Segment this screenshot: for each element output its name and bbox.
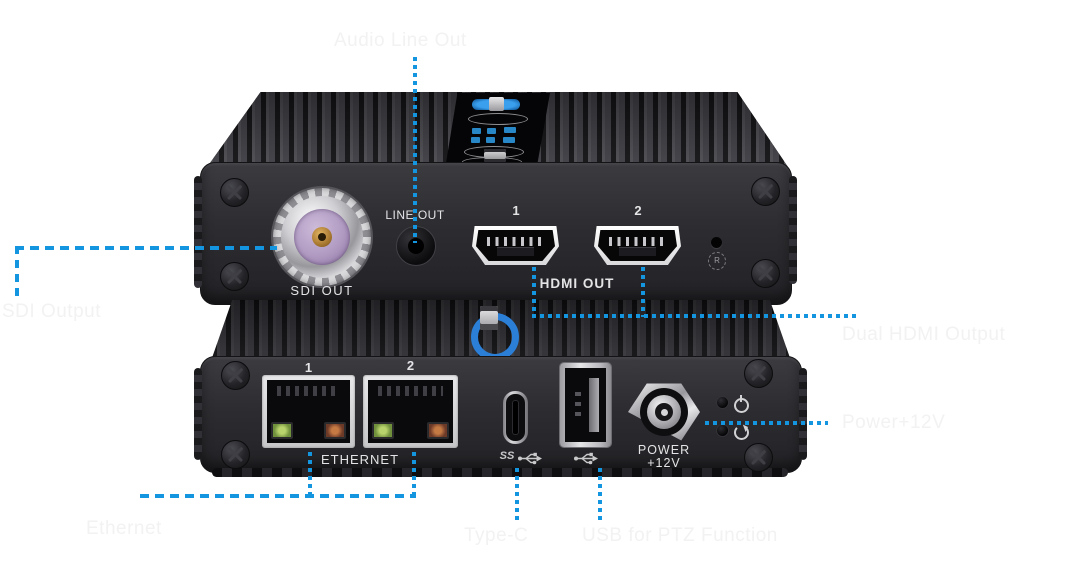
hdmi-port2-number: 2 bbox=[634, 203, 642, 218]
indicator-icon bbox=[503, 137, 515, 143]
screw-icon bbox=[744, 443, 773, 472]
callout-line-hdmi1-v bbox=[532, 267, 536, 317]
ethernet-port1-number: 1 bbox=[304, 360, 313, 375]
logo-tag-icon bbox=[480, 306, 498, 330]
reset-pinhole bbox=[711, 237, 722, 248]
usb-ss-text: SS bbox=[499, 450, 515, 462]
indicator-icon bbox=[487, 128, 496, 134]
screw-icon bbox=[220, 262, 249, 291]
callout-audio-line-out: Audio Line Out bbox=[334, 30, 467, 51]
usb-a-pins bbox=[575, 392, 581, 422]
hdmi-pins bbox=[487, 237, 544, 246]
callout-line-sdi-h bbox=[15, 246, 277, 250]
callout-sdi-output: SDI Output bbox=[2, 301, 101, 322]
power-connector-pin bbox=[660, 408, 668, 416]
usb-a-port bbox=[560, 363, 611, 447]
sdi-bnc-connector bbox=[273, 188, 371, 286]
rj45-pins bbox=[277, 386, 340, 396]
callout-power-12v: Power+12V bbox=[842, 412, 946, 433]
screw-icon bbox=[220, 178, 249, 207]
ethernet-label: ETHERNET bbox=[320, 452, 400, 467]
callout-line-usb bbox=[598, 468, 602, 523]
usb-a-opening bbox=[565, 368, 606, 442]
right-edge-ribs bbox=[799, 368, 807, 460]
indicator-icon bbox=[486, 137, 495, 143]
screw-icon bbox=[221, 440, 250, 469]
usb-trident-icon bbox=[574, 452, 598, 465]
hdmi-out-label: HDMI OUT bbox=[539, 276, 615, 291]
indicator-icon bbox=[472, 128, 481, 134]
screw-icon bbox=[221, 361, 250, 390]
hdmi-tab bbox=[496, 248, 535, 256]
reset-symbol-icon bbox=[734, 425, 749, 440]
panel-oval bbox=[468, 113, 528, 125]
hdmi-port-1 bbox=[472, 226, 559, 265]
indicator-icon bbox=[504, 127, 516, 133]
callout-line-hdmi-h bbox=[532, 314, 860, 318]
bottom-device-base bbox=[212, 468, 788, 477]
callout-line-eth1-v bbox=[308, 452, 312, 498]
link-led-green bbox=[271, 422, 293, 439]
hdmi-port-1-opening bbox=[476, 230, 555, 261]
usb-trident-icon bbox=[518, 452, 542, 465]
usb-a-tongue bbox=[589, 378, 599, 432]
callout-usb-ptz: USB for PTZ Function bbox=[582, 525, 778, 546]
right-edge-ribs bbox=[789, 176, 797, 284]
activity-led-orange bbox=[324, 422, 346, 439]
power-label-line1: POWER bbox=[637, 443, 691, 457]
left-edge-ribs bbox=[194, 368, 202, 460]
usb-ss-label: SS bbox=[492, 450, 522, 462]
jack-hole bbox=[408, 238, 424, 254]
ethernet-port-1 bbox=[262, 375, 355, 448]
hdmi-pins bbox=[609, 237, 666, 246]
callout-line-eth-h bbox=[140, 494, 416, 498]
bnc-pin-hole bbox=[318, 233, 326, 241]
ethernet-port-1-opening bbox=[267, 380, 350, 443]
brand-logo-core-icon bbox=[489, 97, 504, 111]
reset-led bbox=[716, 424, 729, 437]
left-edge-ribs bbox=[194, 176, 202, 288]
usb-c-port bbox=[503, 391, 528, 444]
reset-icon: R bbox=[708, 252, 726, 270]
power-label-line2: +12V bbox=[647, 456, 681, 470]
screw-icon bbox=[744, 359, 773, 388]
activity-led-orange bbox=[427, 422, 449, 439]
hdmi-port1-number: 1 bbox=[512, 203, 520, 218]
top-panel-inlay bbox=[446, 93, 550, 163]
hdmi-tab bbox=[618, 248, 657, 256]
hdmi-port-2 bbox=[594, 226, 681, 265]
indicator-icon bbox=[471, 137, 480, 143]
ethernet-port-2 bbox=[363, 375, 458, 448]
callout-ethernet: Ethernet bbox=[86, 518, 162, 539]
callout-line-eth2-v bbox=[412, 452, 416, 498]
hdmi-port-2-opening bbox=[598, 230, 677, 261]
callout-line-audio bbox=[413, 57, 417, 243]
power-symbol-icon bbox=[734, 395, 749, 413]
qr-code bbox=[484, 149, 506, 162]
power-led bbox=[716, 396, 729, 409]
screw-icon bbox=[751, 177, 780, 206]
sdi-out-label: SDI OUT bbox=[290, 283, 354, 298]
screw-icon bbox=[751, 259, 780, 288]
callout-type-c: Type-C bbox=[464, 525, 529, 546]
callout-dual-hdmi-output: Dual HDMI Output bbox=[842, 324, 1006, 345]
ethernet-port-2-opening bbox=[368, 380, 453, 443]
callout-line-typec bbox=[515, 468, 519, 523]
callout-line-hdmi2-v bbox=[641, 267, 645, 317]
ethernet-port2-number: 2 bbox=[406, 358, 415, 373]
usb-c-slot bbox=[512, 400, 519, 435]
callout-line-power bbox=[705, 421, 828, 425]
link-led-green bbox=[372, 422, 394, 439]
rj45-pins bbox=[378, 386, 443, 396]
callout-line-sdi-v bbox=[15, 246, 19, 298]
